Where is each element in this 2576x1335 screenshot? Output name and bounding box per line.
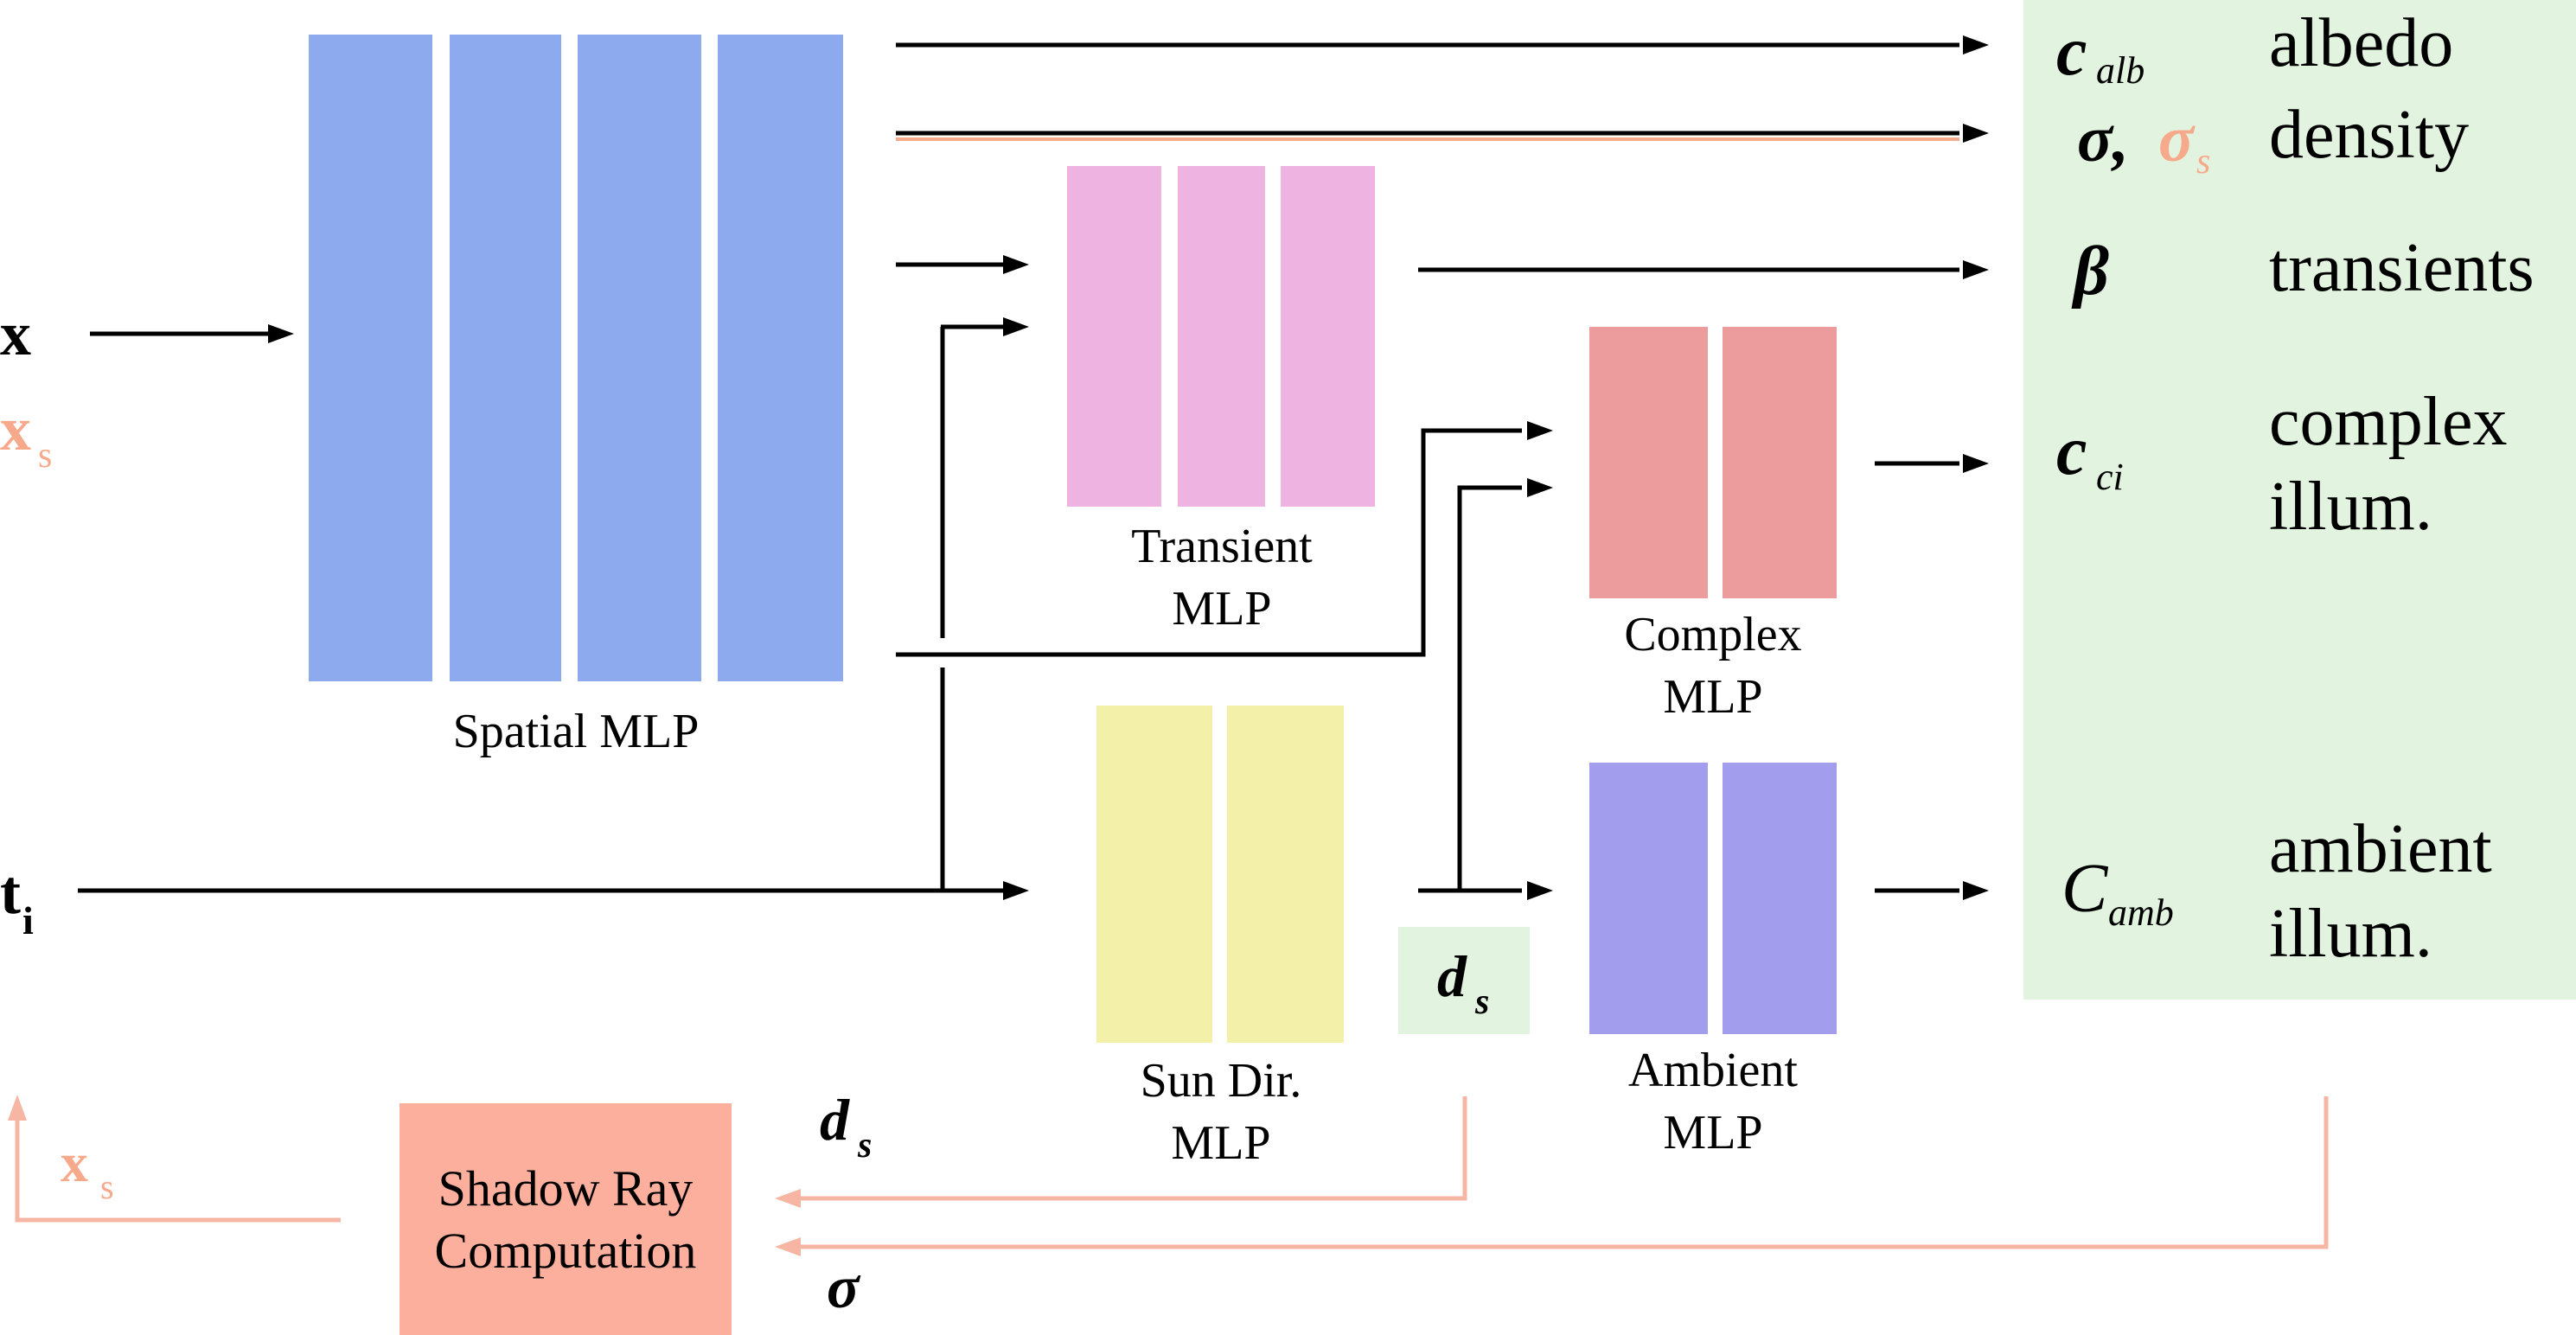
- output-transients-label: transients: [2269, 230, 2534, 306]
- shadow-ray-label: Shadow Ray: [438, 1160, 694, 1217]
- black-arrowheads: [268, 35, 1989, 900]
- output-complex-label: complex: [2269, 384, 2507, 460]
- ambient-mlp-label-2: MLP: [1663, 1106, 1762, 1159]
- sundir-mlp: [1096, 706, 1344, 1043]
- input-x: x: [0, 299, 31, 368]
- ambient-mlp-label: Ambient: [1628, 1044, 1798, 1097]
- sigma-bottom-label: σ: [827, 1255, 861, 1321]
- output-cci-symbol: c: [2056, 413, 2087, 489]
- black-connectors: [78, 42, 1959, 893]
- input-xs-sub: s: [38, 436, 52, 476]
- input-t: t: [0, 858, 21, 927]
- transient-mlp-label: Transient: [1131, 520, 1313, 573]
- output-sigma-symbol: σ,: [2077, 103, 2129, 176]
- transient-mlp-label-2: MLP: [1172, 582, 1271, 636]
- output-camb-symbol: C: [2061, 851, 2109, 927]
- shadow-ray-label-2: Computation: [435, 1223, 697, 1279]
- ds-label-sub: s: [1474, 982, 1489, 1022]
- sundir-mlp-label-2: MLP: [1171, 1116, 1270, 1170]
- output-ambient-label-2: illum.: [2269, 896, 2432, 972]
- output-density-label: density: [2269, 97, 2469, 173]
- ds-bottom-label: d: [820, 1087, 850, 1153]
- pink-connectors: [15, 1096, 2329, 1249]
- output-sigma-s-sub: s: [2196, 142, 2210, 182]
- complex-mlp-label: Complex: [1624, 608, 1801, 661]
- output-calb-symbol: c: [2056, 14, 2087, 90]
- pink-arrowheads: [8, 1095, 801, 1256]
- output-complex-label-2: illum.: [2269, 469, 2432, 545]
- ambient-mlp: [1589, 763, 1837, 1034]
- output-cci-sub: ci: [2096, 456, 2124, 498]
- xs-feedback-label: x: [61, 1132, 88, 1193]
- complex-mlp: [1589, 327, 1837, 598]
- input-t-sub: i: [22, 898, 34, 942]
- output-albedo-label: albedo: [2269, 5, 2453, 81]
- sundir-mlp-label: Sun Dir.: [1141, 1054, 1302, 1108]
- spatial-mlp-label: Spatial MLP: [453, 705, 700, 758]
- output-ambient-label: ambient: [2269, 811, 2492, 887]
- xs-feedback-sub: s: [100, 1167, 114, 1206]
- output-beta-symbol: β: [2071, 233, 2109, 310]
- input-xs: x: [0, 394, 31, 463]
- ds-label: d: [1437, 943, 1467, 1009]
- transient-mlp: [1067, 166, 1375, 507]
- output-sigma-s-symbol: σ: [2158, 103, 2196, 176]
- shadow-ray-block: [400, 1103, 732, 1335]
- output-panel: [2023, 0, 2576, 1000]
- complex-mlp-label-2: MLP: [1663, 670, 1762, 724]
- spatial-mlp: [309, 35, 843, 681]
- ds-bottom-label-sub: s: [857, 1126, 872, 1166]
- ds-box: [1398, 927, 1530, 1034]
- output-calb-sub: alb: [2096, 49, 2145, 92]
- output-camb-sub: amb: [2108, 891, 2174, 934]
